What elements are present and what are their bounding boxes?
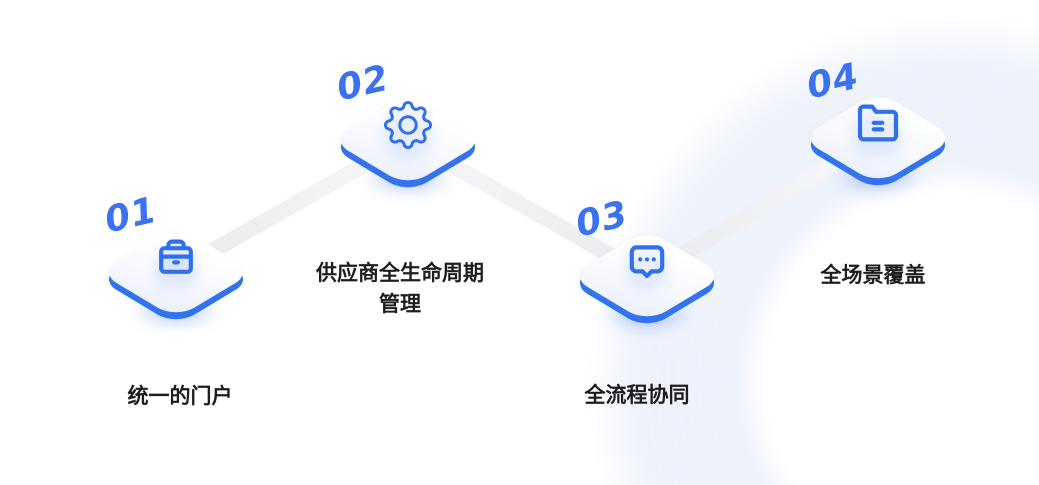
step-2-label-line-1: 供应商全生命周期 xyxy=(316,262,484,285)
folder-icon xyxy=(857,104,899,142)
briefcase-icon xyxy=(159,239,193,274)
step-2-label: 供应商全生命周期 管理 xyxy=(250,258,550,320)
step-4-label-line: 全场景覆盖 xyxy=(820,264,926,287)
step-3-label-line: 全流程协同 xyxy=(584,384,690,407)
step-4-label: 全场景覆盖 xyxy=(723,260,1023,291)
step-2-label-line-2: 管理 xyxy=(379,293,421,316)
step-1-label: 统一的门户 xyxy=(30,381,330,412)
chat-dots-icon xyxy=(629,245,665,279)
step-3-label: 全流程协同 xyxy=(487,380,787,411)
gear-icon xyxy=(384,101,432,149)
step-1-label-line: 统一的门户 xyxy=(127,385,233,408)
